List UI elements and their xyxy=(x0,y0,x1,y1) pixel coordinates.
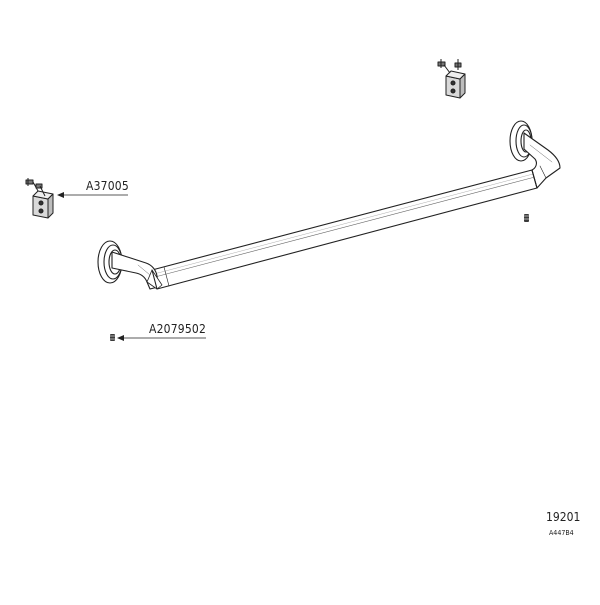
drawing-code: A447B4 xyxy=(549,529,574,537)
right-tube-end xyxy=(531,165,547,189)
title-block: 19201 A447B4 xyxy=(546,510,580,537)
towel-bar-tube xyxy=(151,169,538,290)
set-screw-part-label: A2079502 xyxy=(149,322,206,336)
set-screw-left xyxy=(110,334,115,341)
callout-bracket: A37005 xyxy=(57,179,129,198)
drawing-number: 19201 xyxy=(546,510,580,524)
mounting-bracket-left xyxy=(25,178,54,219)
bracket-screws-right xyxy=(437,59,462,74)
left-tube-end xyxy=(151,266,170,290)
bracket-screws xyxy=(25,178,46,197)
callout-set-screw: A2079502 xyxy=(117,322,206,341)
bracket-part-label: A37005 xyxy=(86,179,129,193)
mounting-bracket-right xyxy=(437,59,466,99)
set-screw-right xyxy=(524,214,529,222)
towel-bar-assembly xyxy=(97,120,561,290)
